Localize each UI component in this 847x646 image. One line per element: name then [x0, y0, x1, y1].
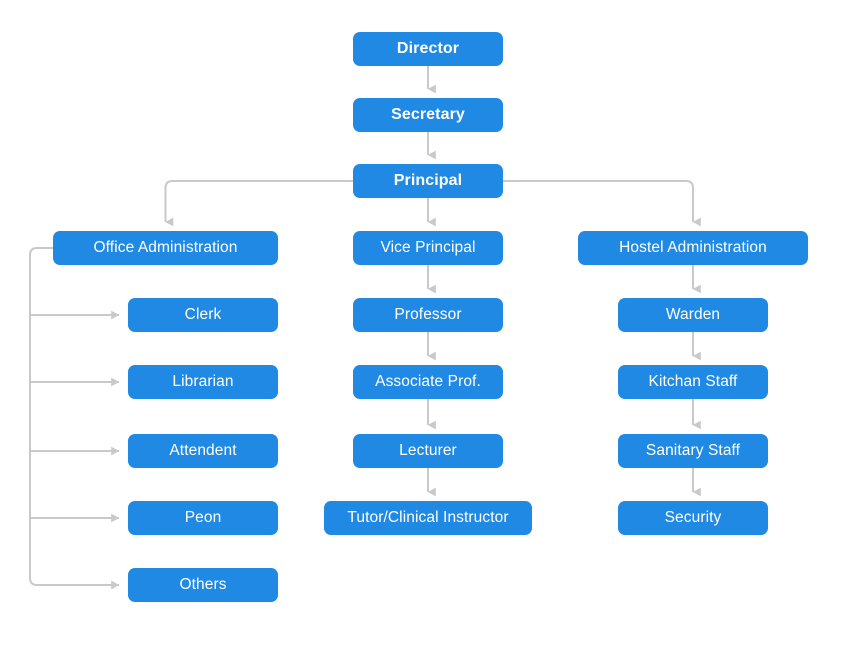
node-warden[interactable]: Warden: [618, 298, 768, 332]
node-label-associate-prof: Associate Prof.: [375, 373, 481, 391]
node-label-secretary: Secretary: [391, 106, 465, 123]
node-associate-prof[interactable]: Associate Prof.: [353, 365, 503, 399]
node-label-librarian: Librarian: [172, 373, 234, 391]
node-label-office-admin: Office Administration: [93, 239, 238, 257]
node-secretary[interactable]: Secretary: [353, 98, 503, 132]
node-peon[interactable]: Peon: [128, 501, 278, 535]
node-label-vice-principal: Vice Principal: [380, 239, 476, 257]
node-label-lecturer: Lecturer: [399, 442, 457, 460]
node-label-kitchan-staff: Kitchan Staff: [648, 373, 738, 391]
node-professor[interactable]: Professor: [353, 298, 503, 332]
node-director[interactable]: Director: [353, 32, 503, 66]
node-label-principal: Principal: [393, 172, 463, 189]
node-principal[interactable]: Principal: [353, 164, 503, 198]
node-vice-principal[interactable]: Vice Principal: [353, 231, 503, 265]
node-clerk[interactable]: Clerk: [128, 298, 278, 332]
node-label-clerk: Clerk: [184, 306, 222, 324]
node-label-professor: Professor: [394, 306, 462, 324]
node-label-hostel-admin: Hostel Administration: [619, 239, 767, 257]
edge-office-admin-trunk: [29, 247, 120, 590]
node-librarian[interactable]: Librarian: [128, 365, 278, 399]
node-label-peon: Peon: [184, 509, 222, 527]
edge-principal-to-office-admin: [164, 180, 353, 227]
node-label-sanitary-staff: Sanitary Staff: [645, 442, 741, 460]
node-office-admin[interactable]: Office Administration: [53, 231, 278, 265]
node-hostel-admin[interactable]: Hostel Administration: [578, 231, 808, 265]
edge-principal-to-hostel-admin: [503, 180, 701, 227]
node-kitchan-staff[interactable]: Kitchan Staff: [618, 365, 768, 399]
node-others[interactable]: Others: [128, 568, 278, 602]
node-sanitary-staff[interactable]: Sanitary Staff: [618, 434, 768, 468]
node-attendent[interactable]: Attendent: [128, 434, 278, 468]
node-label-attendent: Attendent: [169, 442, 237, 460]
node-label-others: Others: [179, 576, 227, 594]
node-label-security: Security: [664, 509, 722, 527]
node-label-director: Director: [396, 40, 460, 57]
node-label-warden: Warden: [665, 306, 721, 324]
node-security[interactable]: Security: [618, 501, 768, 535]
node-tutor[interactable]: Tutor/Clinical Instructor: [324, 501, 532, 535]
node-lecturer[interactable]: Lecturer: [353, 434, 503, 468]
node-label-tutor: Tutor/Clinical Instructor: [347, 509, 509, 527]
